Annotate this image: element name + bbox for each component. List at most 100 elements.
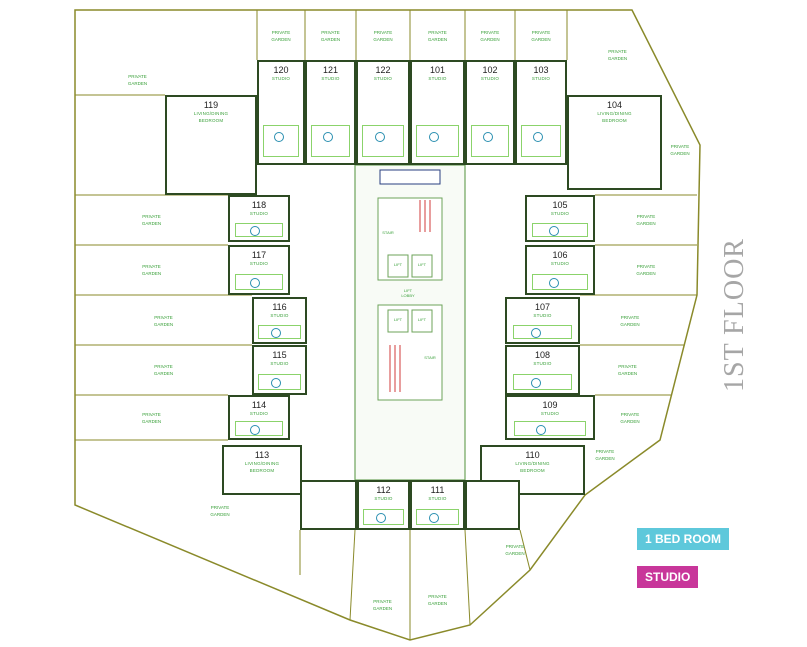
unit-number: 113 bbox=[254, 450, 270, 460]
unit-number: 110 bbox=[525, 450, 540, 460]
unit-number: 116 bbox=[272, 302, 287, 312]
private-garden-label: PRIVATE GARDEN bbox=[480, 30, 500, 42]
private-garden-label: PRIVATE GARDEN bbox=[617, 364, 638, 376]
private-garden-label: PRIVATE GARDEN bbox=[141, 411, 162, 424]
unit-number: 112 bbox=[376, 485, 391, 495]
private-garden-label: PRIVATE GARDEN bbox=[531, 30, 551, 42]
unit-type: STUDIO bbox=[531, 76, 551, 81]
bathroom-fixtures bbox=[362, 124, 404, 157]
unit-number: 103 bbox=[533, 65, 549, 75]
private-garden-label: PRIVATE GARDEN bbox=[372, 599, 393, 611]
private-garden: PRIVATE GARDEN bbox=[465, 12, 515, 60]
private-garden-label: PRIVATE GARDEN bbox=[320, 30, 341, 42]
private-garden: PRIVATE GARDEN bbox=[75, 245, 228, 295]
private-garden-label: PRIVATE GARDEN bbox=[210, 505, 230, 517]
bathroom-fixtures bbox=[262, 124, 300, 157]
private-garden-label: PRIVATE GARDEN bbox=[607, 49, 628, 61]
unit-bedroom-label: BEDROOM bbox=[520, 468, 545, 473]
unit-type: STUDIO bbox=[249, 211, 269, 216]
private-garden-label: PRIVATE GARDEN bbox=[271, 30, 291, 42]
unit-106: 106 STUDIO bbox=[525, 245, 595, 295]
bathroom-fixtures bbox=[532, 222, 588, 238]
private-garden-label: PRIVATE GARDEN bbox=[595, 449, 615, 461]
unit-number: 107 bbox=[534, 302, 551, 312]
bathroom-fixtures bbox=[520, 124, 562, 157]
private-garden-label: PRIVATE GARDEN bbox=[505, 544, 525, 556]
unit-120: 120 STUDIO bbox=[257, 60, 305, 165]
bedroom-room bbox=[465, 480, 520, 530]
unit-type: STUDIO bbox=[428, 496, 447, 501]
unit-number: 122 bbox=[375, 65, 391, 75]
unit-number: 106 bbox=[552, 250, 568, 260]
private-garden: PRIVATE GARDEN bbox=[663, 130, 697, 170]
unit-number: 120 bbox=[273, 65, 289, 75]
unit-type: LIVING/DINING bbox=[515, 461, 550, 466]
private-garden: PRIVATE GARDEN bbox=[75, 195, 228, 245]
core-label: STAIR bbox=[382, 230, 394, 235]
private-garden-label: PRIVATE GARDEN bbox=[670, 144, 690, 156]
unit-102: 102 STUDIO bbox=[465, 60, 515, 165]
unit-bedroom-label: BEDROOM bbox=[198, 118, 224, 123]
private-garden: PRIVATE GARDEN bbox=[305, 12, 356, 60]
unit-type: STUDIO bbox=[428, 76, 447, 81]
unit-type: STUDIO bbox=[550, 211, 570, 216]
unit-116: 116 STUDIO bbox=[252, 297, 307, 344]
private-garden: PRIVATE GARDEN bbox=[75, 395, 228, 440]
unit-type: STUDIO bbox=[373, 76, 393, 81]
unit-113: 113 LIVING/DINING BEDROOM bbox=[222, 445, 302, 495]
private-garden-label: PRIVATE GARDEN bbox=[141, 264, 162, 276]
bathroom-fixtures bbox=[416, 509, 459, 526]
private-garden: PRIVATE GARDEN bbox=[410, 12, 465, 60]
unit-105: 105 STUDIO bbox=[525, 195, 595, 242]
private-garden: PRIVATE GARDEN bbox=[355, 570, 410, 640]
unit-104: 104 LIVING/DINING BEDROOM bbox=[567, 95, 662, 190]
unit-109: 109 STUDIO bbox=[505, 395, 595, 440]
unit-type: STUDIO bbox=[271, 76, 291, 81]
core-label: LIFT bbox=[393, 317, 403, 322]
unit-type: STUDIO bbox=[321, 76, 340, 81]
unit-type: STUDIO bbox=[249, 261, 269, 266]
private-garden: PRIVATE GARDEN bbox=[90, 60, 185, 100]
unit-bedroom-label: BEDROOM bbox=[602, 118, 627, 123]
bathroom-fixtures bbox=[234, 421, 284, 436]
unit-type: LIVING/DINING bbox=[597, 111, 632, 116]
private-garden-label: PRIVATE GARDEN bbox=[373, 30, 393, 42]
private-garden: PRIVATE GARDEN bbox=[587, 440, 623, 470]
unit-114: 114 STUDIO bbox=[228, 395, 290, 440]
private-garden: PRIVATE GARDEN bbox=[410, 570, 465, 630]
private-garden: PRIVATE GARDEN bbox=[356, 12, 410, 60]
unit-number: 108 bbox=[534, 350, 551, 360]
unit-number: 109 bbox=[542, 400, 558, 410]
unit-number: 105 bbox=[552, 200, 568, 210]
private-garden: PRIVATE GARDEN bbox=[75, 297, 252, 345]
private-garden: PRIVATE GARDEN bbox=[595, 395, 665, 440]
private-garden: PRIVATE GARDEN bbox=[257, 12, 305, 60]
core-label: LIFT bbox=[393, 262, 403, 267]
unit-type: STUDIO bbox=[533, 361, 552, 366]
unit-type: LIVING/DINING bbox=[244, 461, 280, 466]
legend-studio: STUDIO bbox=[637, 566, 699, 588]
unit-115: 115 STUDIO bbox=[252, 345, 307, 395]
private-garden: PRIVATE GARDEN bbox=[75, 345, 252, 395]
private-garden: PRIVATE GARDEN bbox=[575, 30, 660, 80]
unit-117: 117 STUDIO bbox=[228, 245, 290, 295]
private-garden-label: PRIVATE GARDEN bbox=[127, 74, 148, 86]
bathroom-fixtures bbox=[512, 324, 573, 340]
bathroom-fixtures bbox=[512, 374, 573, 391]
unit-number: 118 bbox=[251, 200, 267, 210]
unit-type: STUDIO bbox=[480, 76, 500, 81]
unit-type: STUDIO bbox=[270, 313, 289, 318]
unit-103: 103 STUDIO bbox=[515, 60, 567, 165]
core-label: LIFT bbox=[417, 262, 427, 267]
unit-number: 115 bbox=[272, 350, 287, 360]
private-garden-label: PRIVATE GARDEN bbox=[620, 315, 640, 327]
unit-110: 110 LIVING/DINING BEDROOM bbox=[480, 445, 585, 495]
unit-number: 101 bbox=[429, 65, 446, 75]
bathroom-fixtures bbox=[234, 274, 284, 291]
bedroom-room bbox=[300, 480, 357, 530]
unit-type: STUDIO bbox=[540, 411, 560, 416]
bathroom-fixtures bbox=[470, 124, 510, 157]
private-garden-label: PRIVATE GARDEN bbox=[153, 364, 174, 376]
unit-type: LIVING/DINING bbox=[193, 111, 229, 116]
unit-number: 119 bbox=[203, 100, 219, 110]
